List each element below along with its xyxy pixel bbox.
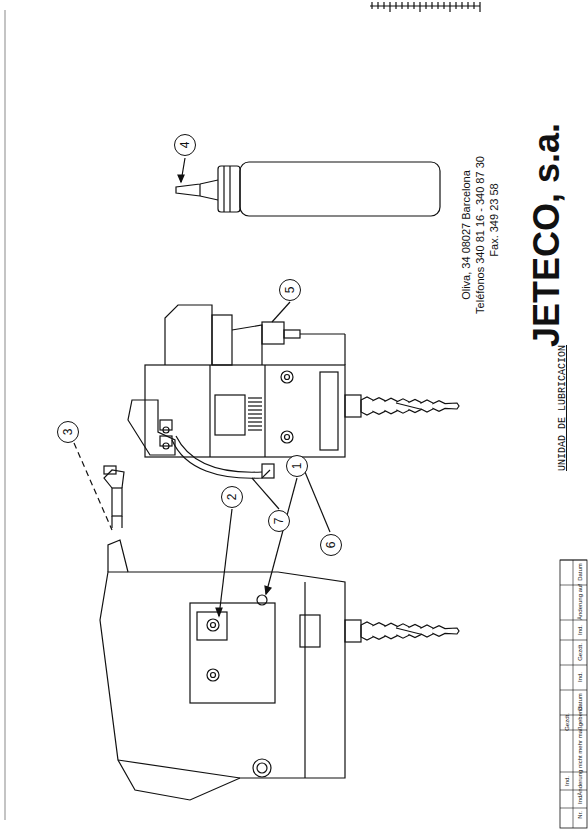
- callout-number: 2: [226, 494, 238, 501]
- detail-stroke: [389, 2, 390, 12]
- callout-circle: 6: [320, 534, 342, 556]
- detail-stroke: [407, 2, 408, 9]
- callout-circle: 3: [57, 421, 79, 443]
- detail-stroke: [371, 2, 372, 9]
- callout-circle: 2: [221, 486, 243, 508]
- detail-stroke: [248, 421, 262, 422]
- detail-stroke: [560, 665, 587, 666]
- drawing-title: UNIDAD DE LUBRICACION: [558, 345, 568, 471]
- probe-nozzle: [361, 397, 459, 415]
- title-block-cell: Ind.: [577, 625, 583, 635]
- callout-number: 4: [179, 142, 191, 149]
- company-address: Oliva, 34 08027 Barcelona: [461, 170, 472, 300]
- title-block-cell: Ind.: [564, 776, 570, 786]
- detail-stroke: [248, 413, 262, 414]
- detail-stroke: [248, 429, 262, 430]
- title-block-cell: Nr.: [577, 811, 583, 819]
- title-block-cell: Änderung auf: [577, 584, 583, 620]
- detail-stroke: [396, 403, 420, 409]
- detail-stroke: [383, 2, 384, 9]
- detail-stroke: [248, 397, 262, 398]
- detail-stroke: [449, 2, 450, 12]
- callout-number: 3: [62, 429, 74, 436]
- detail-stroke: [395, 2, 396, 9]
- detail-stroke: [560, 640, 587, 641]
- detail-stroke: [413, 2, 414, 9]
- company-phone: Teléfonos 340 81 16 - 340 87 30: [475, 156, 486, 314]
- title-block-cell: Datum: [577, 563, 583, 581]
- detail-stroke: [248, 417, 262, 418]
- detail-stroke: [560, 808, 587, 809]
- company-name: JETECO, s.a.: [529, 123, 565, 347]
- detail-stroke: [473, 2, 474, 9]
- detail-stroke: [425, 2, 426, 9]
- detail-stroke: [248, 405, 262, 406]
- detail-stroke: [248, 401, 262, 402]
- detail-stroke: [248, 409, 262, 410]
- callout-circle: 1: [286, 455, 308, 477]
- probe-nozzle: [361, 622, 459, 640]
- detail-stroke: [437, 2, 438, 9]
- callout-circle: 5: [279, 279, 301, 301]
- callout-number: 7: [273, 518, 285, 525]
- callout-circle: 7: [268, 510, 290, 532]
- detail-stroke: [396, 628, 420, 634]
- detail-stroke: [377, 2, 378, 9]
- detail-stroke: [479, 2, 480, 12]
- detail-stroke: [467, 2, 468, 9]
- title-block-cell: Gezdt.: [564, 713, 570, 731]
- title-block-cell: Gezdt.: [577, 643, 583, 661]
- title-block-cell: Änderung nicht mehr maßgebend: [577, 706, 583, 795]
- title-block-cell: Datum: [577, 693, 583, 711]
- callout-number: 6: [325, 542, 337, 549]
- detail-stroke: [401, 2, 402, 9]
- callout-number: 5: [284, 287, 296, 294]
- detail-stroke: [461, 2, 462, 9]
- detail-stroke: [248, 425, 262, 426]
- callout-number: 1: [291, 463, 303, 470]
- title-block-cell: Ind.: [577, 672, 583, 682]
- callout-circle: 4: [174, 134, 196, 156]
- detail-stroke: [431, 2, 432, 9]
- detail-stroke: [455, 2, 456, 9]
- company-fax: Fax. 349 23 58: [489, 183, 500, 256]
- detail-stroke: [419, 2, 420, 12]
- detail-stroke: [560, 560, 587, 561]
- detail-stroke: [443, 2, 444, 9]
- detail-stroke: [560, 690, 587, 691]
